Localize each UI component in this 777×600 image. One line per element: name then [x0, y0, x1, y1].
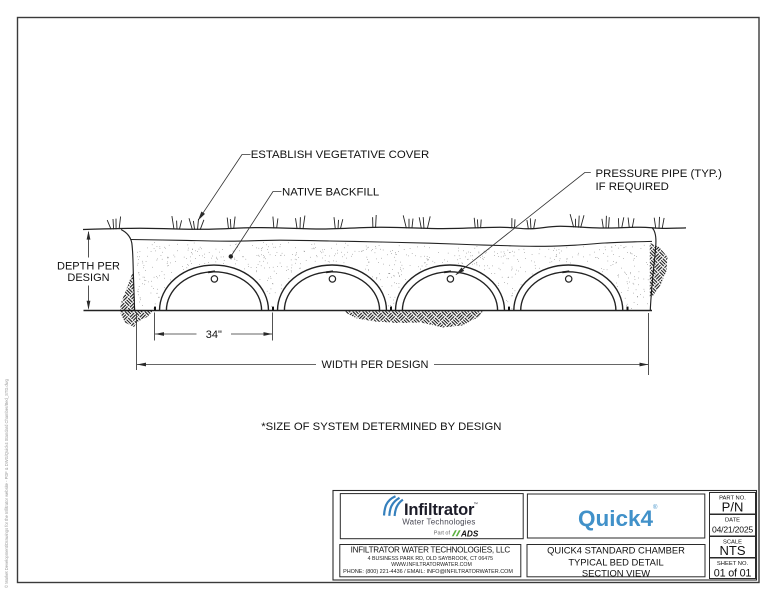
- svg-text:DEPTH PER: DEPTH PER: [57, 261, 120, 273]
- svg-text:PART NO.: PART NO.: [719, 496, 746, 502]
- svg-text:DATE: DATE: [725, 518, 740, 524]
- svg-text:NTS: NTS: [720, 543, 746, 558]
- svg-text:4 BUSINESS PARK RD, OLD SAYBRO: 4 BUSINESS PARK RD, OLD SAYBROOK, CT 064…: [368, 556, 494, 562]
- svg-text:NATIVE BACKFILL: NATIVE BACKFILL: [282, 187, 379, 199]
- svg-text:WWW.INFILTRATORWATER.COM: WWW.INFILTRATORWATER.COM: [391, 562, 472, 568]
- svg-text:Water Technologies: Water Technologies: [402, 518, 475, 527]
- svg-text:Part of: Part of: [434, 531, 451, 537]
- svg-text:™: ™: [474, 502, 479, 507]
- svg-text:SHEET NO.: SHEET NO.: [717, 561, 749, 567]
- svg-text:SECTION VIEW: SECTION VIEW: [582, 568, 650, 579]
- svg-text:TYPICAL BED DETAIL: TYPICAL BED DETAIL: [568, 556, 663, 567]
- svg-text:INFILTRATOR WATER TECHNOLOGIES: INFILTRATOR WATER TECHNOLOGIES, LLC: [351, 545, 511, 554]
- svg-text:PRESSURE PIPE (TYP.): PRESSURE PIPE (TYP.): [596, 168, 723, 180]
- svg-text:PHONE: (800) 221-4436 / EMAIL:: PHONE: (800) 221-4436 / EMAIL: INFO@INFI…: [343, 569, 513, 575]
- svg-text:© Market Development/Drawings: © Market Development/Drawings for the In…: [4, 378, 9, 588]
- svg-text:IF REQUIRED: IF REQUIRED: [596, 181, 669, 193]
- svg-text:ADS: ADS: [460, 529, 479, 538]
- svg-text:01 of 01: 01 of 01: [714, 567, 752, 579]
- svg-text:P/N: P/N: [722, 500, 744, 515]
- svg-text:Infiltrator: Infiltrator: [404, 501, 475, 519]
- svg-text:ESTABLISH VEGETATIVE COVER: ESTABLISH VEGETATIVE COVER: [251, 149, 430, 161]
- svg-text:QUICK4 STANDARD CHAMBER: QUICK4 STANDARD CHAMBER: [547, 545, 685, 556]
- svg-text:Quick4: Quick4: [578, 506, 654, 531]
- svg-text:WIDTH PER DESIGN: WIDTH PER DESIGN: [322, 359, 429, 371]
- svg-text:34": 34": [206, 329, 222, 341]
- svg-text:SCALE: SCALE: [723, 540, 742, 546]
- svg-text:®: ®: [653, 504, 658, 511]
- svg-text:DESIGN: DESIGN: [67, 272, 109, 284]
- svg-text:04/21/2025: 04/21/2025: [712, 524, 753, 534]
- svg-text:*SIZE OF SYSTEM DETERMINED BY: *SIZE OF SYSTEM DETERMINED BY DESIGN: [261, 421, 501, 433]
